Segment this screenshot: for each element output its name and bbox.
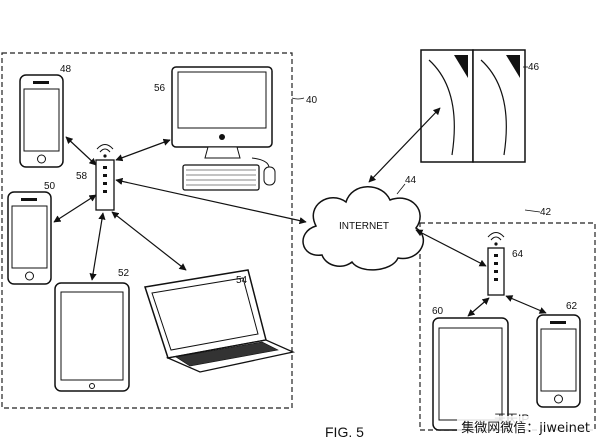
connection-arrows: [53, 107, 547, 317]
figure-title: FIG. 5: [325, 424, 364, 440]
phone-icon: [536, 314, 581, 408]
server-icon: [420, 49, 526, 163]
ref-46: 46: [528, 62, 540, 73]
internet-cloud-icon: [302, 186, 425, 271]
watermark: 集微网微信：jiweinet: [457, 416, 594, 437]
ref-44: 44: [405, 175, 417, 186]
ref-42: 42: [540, 207, 552, 218]
reference-leaders: [291, 66, 541, 213]
phone-icon: [19, 74, 64, 168]
desktop-computer-icon: [171, 66, 276, 191]
ref-56: 56: [154, 83, 166, 94]
router-icon: [487, 232, 505, 296]
ref-58: 58: [76, 171, 88, 182]
tablet-icon: [432, 317, 509, 431]
ref-62: 62: [566, 301, 578, 312]
router-icon: [95, 144, 115, 211]
laptop-icon: [144, 269, 296, 373]
ref-60: 60: [432, 306, 444, 317]
phone-icon: [7, 191, 52, 285]
ref-50: 50: [44, 181, 56, 192]
tablet-icon: [54, 282, 130, 392]
system-box-right: [419, 222, 596, 431]
system-box-left: [1, 52, 293, 409]
ref-54: 54: [236, 275, 248, 286]
cloud-label: INTERNET: [339, 221, 389, 232]
ref-40: 40: [306, 95, 318, 106]
ref-64: 64: [512, 249, 524, 260]
ref-52: 52: [118, 268, 130, 279]
ref-48: 48: [60, 64, 72, 75]
